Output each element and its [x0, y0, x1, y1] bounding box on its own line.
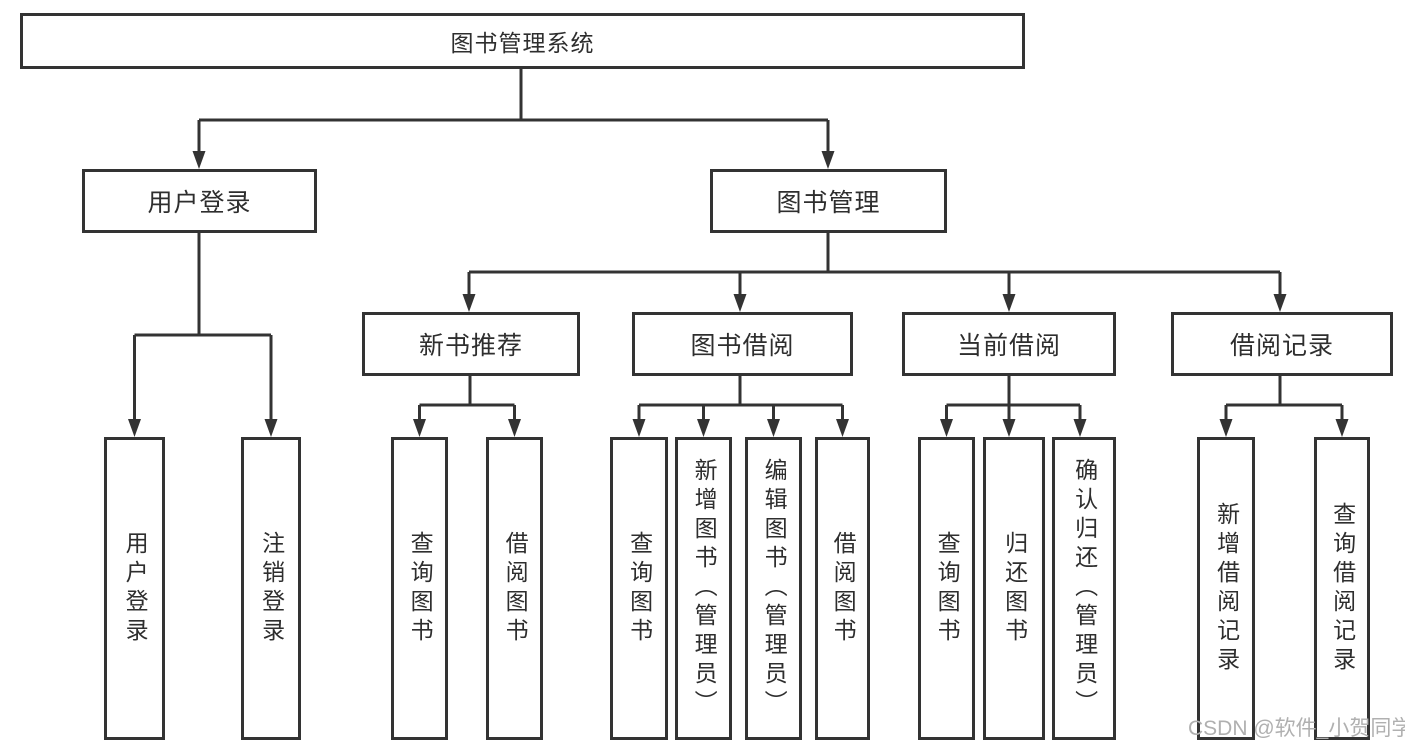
- arrow-down-icon: [697, 419, 710, 437]
- arrow-down-icon: [508, 419, 521, 437]
- node-label: 查询图书: [934, 530, 961, 647]
- node-label: 借阅图书: [502, 530, 529, 647]
- node-label: 归还图书: [1001, 530, 1028, 647]
- node-leaf-confirm-return-admin: 确认归还（管理员）: [1052, 437, 1116, 740]
- node-label: 用户登录: [122, 530, 149, 647]
- connector-book-borrow-to-children: [632, 376, 849, 437]
- node-leaf-query-books-current: 查询图书: [918, 437, 975, 740]
- arrow-down-icon: [821, 151, 835, 169]
- node-leaf-query-books-recommend: 查询图书: [391, 437, 448, 740]
- node-label: 查询借阅记录: [1329, 501, 1356, 676]
- node-current-borrow: 当前借阅: [902, 312, 1116, 376]
- node-borrow-records: 借阅记录: [1171, 312, 1393, 376]
- arrow-down-icon: [733, 294, 747, 312]
- arrow-down-icon: [128, 419, 141, 437]
- node-leaf-edit-book-admin: 编辑图书（管理员）: [745, 437, 802, 740]
- arrow-down-icon: [1335, 419, 1349, 437]
- node-leaf-query-borrow-record: 查询借阅记录: [1314, 437, 1370, 740]
- arrow-down-icon: [1002, 294, 1016, 312]
- node-leaf-user-login: 用户登录: [104, 437, 165, 740]
- arrow-down-icon: [767, 419, 780, 437]
- arrow-down-icon: [192, 151, 206, 169]
- node-label: 新增图书（管理员）: [691, 458, 718, 719]
- connector-book-management-to-level3: [462, 233, 1287, 312]
- node-label: 编辑图书（管理员）: [761, 458, 788, 719]
- arrow-down-icon: [264, 419, 278, 437]
- node-library-system: 图书管理系统: [20, 13, 1025, 69]
- arrow-down-icon: [1219, 419, 1233, 437]
- connector-borrow-records-to-children: [1219, 376, 1349, 437]
- arrow-down-icon: [940, 419, 953, 437]
- connector-root-to-level2: [192, 69, 835, 169]
- node-book-management: 图书管理: [710, 169, 947, 233]
- node-new-book-recommend: 新书推荐: [362, 312, 580, 376]
- arrow-down-icon: [1073, 419, 1087, 437]
- node-label: 查询图书: [626, 530, 653, 647]
- node-leaf-query-books-borrow: 查询图书: [610, 437, 668, 740]
- arrow-down-icon: [632, 419, 646, 437]
- node-leaf-borrow-books-borrow: 借阅图书: [815, 437, 870, 740]
- node-label: 注销登录: [258, 530, 285, 647]
- node-label: 新增借阅记录: [1213, 501, 1240, 676]
- node-leaf-add-book-admin: 新增图书（管理员）: [675, 437, 732, 740]
- node-label: 查询图书: [407, 530, 434, 647]
- watermark-text: CSDN @软件_小贺同学: [1188, 717, 1405, 740]
- arrow-down-icon: [836, 419, 849, 437]
- arrow-down-icon: [413, 419, 426, 437]
- connector-user-login-to-children: [128, 233, 278, 437]
- arrow-down-icon: [1002, 419, 1016, 437]
- node-label: 借阅图书: [830, 530, 857, 647]
- arrow-down-icon: [462, 294, 476, 312]
- node-book-borrow: 图书借阅: [632, 312, 853, 376]
- node-leaf-borrow-books-recommend: 借阅图书: [486, 437, 543, 740]
- connector-new-book-recommend-to-children: [413, 376, 521, 437]
- node-leaf-return-books: 归还图书: [983, 437, 1045, 740]
- connector-current-borrow-to-children: [940, 376, 1087, 437]
- node-leaf-logout: 注销登录: [241, 437, 301, 740]
- arrow-down-icon: [1273, 294, 1287, 312]
- node-leaf-add-borrow-record: 新增借阅记录: [1197, 437, 1255, 740]
- node-user-login: 用户登录: [82, 169, 317, 233]
- node-label: 确认归还（管理员）: [1071, 458, 1098, 719]
